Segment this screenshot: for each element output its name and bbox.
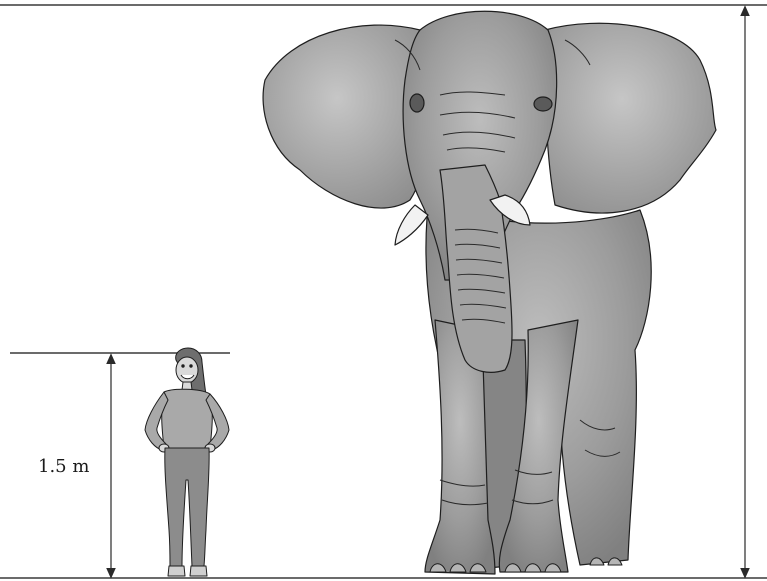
person-height-label: 1.5 m xyxy=(38,456,89,477)
person-illustration xyxy=(145,348,229,576)
elephant-right-ear xyxy=(545,23,716,213)
person-right-eye xyxy=(190,365,192,367)
person-left-shoe xyxy=(168,566,185,576)
person-right-shoe xyxy=(190,566,207,576)
person-left-eye xyxy=(182,365,184,367)
person-jeans xyxy=(165,448,209,566)
elephant-left-eye xyxy=(410,94,424,112)
elephant-illustration xyxy=(263,11,716,574)
person-shirt xyxy=(162,389,213,451)
elephant-left-tusk xyxy=(395,205,428,245)
elephant-right-eye xyxy=(534,97,552,111)
